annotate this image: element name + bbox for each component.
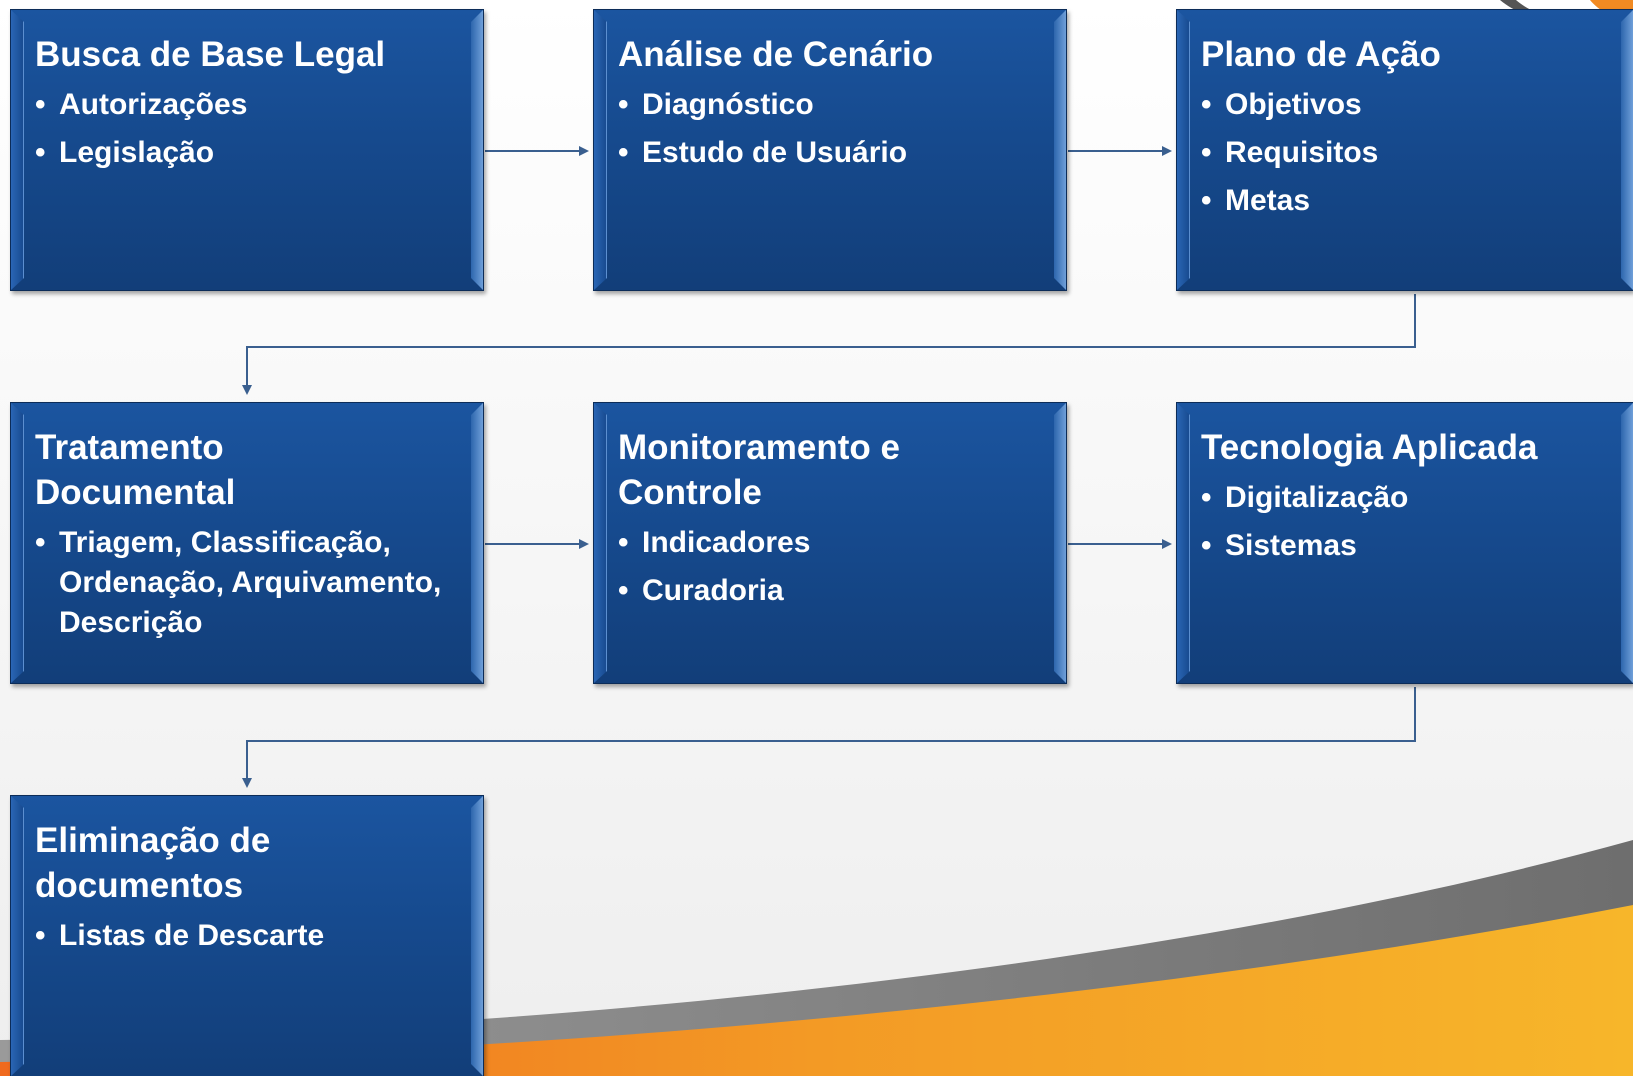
step-item: •Metas xyxy=(1201,181,1611,221)
bullet-icon: • xyxy=(618,88,629,121)
step-title: Tecnologia Aplicada xyxy=(1201,428,1538,467)
step-item: •Indicadores xyxy=(618,523,1044,563)
step-title: Tratamento Documental xyxy=(35,428,236,512)
step-item: •Diagnóstico xyxy=(618,85,1044,125)
step-title: Busca de Base Legal xyxy=(35,35,386,74)
step-item: •Autorizações xyxy=(35,85,461,125)
step-item: •Requisitos xyxy=(1201,133,1611,173)
bullet-icon: • xyxy=(1201,184,1212,217)
step-item: •Objetivos xyxy=(1201,85,1611,125)
step-item: •Triagem, Classificação, Ordenação, Arqu… xyxy=(35,523,471,643)
step-items: •Indicadores •Curadoria xyxy=(618,523,1044,611)
bullet-icon: • xyxy=(618,526,629,559)
step-title: Análise de Cenário xyxy=(618,35,934,74)
step-item: •Digitalização xyxy=(1201,478,1611,518)
bullet-icon: • xyxy=(1201,481,1212,514)
step-items: •Diagnóstico •Estudo de Usuário xyxy=(618,85,1044,173)
step-eliminacao-de-documentos: Eliminação de documentos •Listas de Desc… xyxy=(10,795,484,1076)
step-items: •Digitalização •Sistemas xyxy=(1201,478,1611,566)
step-tecnologia-aplicada: Tecnologia Aplicada •Digitalização •Sist… xyxy=(1176,402,1633,684)
step-items: •Listas de Descarte xyxy=(35,916,461,956)
step-items: •Triagem, Classificação, Ordenação, Arqu… xyxy=(35,523,461,643)
bullet-icon: • xyxy=(35,88,46,121)
bullet-icon: • xyxy=(618,574,629,607)
step-tratamento-documental: Tratamento Documental •Triagem, Classifi… xyxy=(10,402,484,684)
bullet-icon: • xyxy=(35,526,46,559)
bullet-icon: • xyxy=(1201,88,1212,121)
step-analise-de-cenario: Análise de Cenário •Diagnóstico •Estudo … xyxy=(593,9,1067,291)
step-item: •Listas de Descarte xyxy=(35,916,461,956)
step-item: •Curadoria xyxy=(618,571,1044,611)
step-item: •Legislação xyxy=(35,133,461,173)
bullet-icon: • xyxy=(35,919,46,952)
step-item: •Sistemas xyxy=(1201,526,1611,566)
swoosh-orange xyxy=(0,905,1633,1076)
step-title: Eliminação de documentos xyxy=(35,821,271,905)
bullet-icon: • xyxy=(1201,529,1212,562)
step-items: •Objetivos •Requisitos •Metas xyxy=(1201,85,1611,221)
bullet-icon: • xyxy=(618,136,629,169)
step-title: Plano de Ação xyxy=(1201,35,1441,74)
step-busca-de-base-legal: Busca de Base Legal •Autorizações •Legis… xyxy=(10,9,484,291)
step-item: •Estudo de Usuário xyxy=(618,133,1044,173)
step-plano-de-acao: Plano de Ação •Objetivos •Requisitos •Me… xyxy=(1176,9,1633,291)
bullet-icon: • xyxy=(1201,136,1212,169)
step-items: •Autorizações •Legislação xyxy=(35,85,461,173)
step-monitoramento-e-controle: Monitoramento e Controle •Indicadores •C… xyxy=(593,402,1067,684)
bullet-icon: • xyxy=(35,136,46,169)
step-title: Monitoramento e Controle xyxy=(618,428,900,512)
